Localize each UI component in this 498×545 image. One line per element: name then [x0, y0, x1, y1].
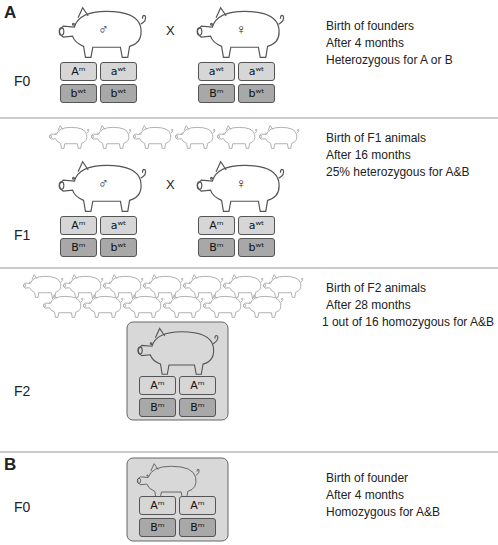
allele-label: Aᵐ [209, 220, 223, 231]
allele-box: bʷᵗ [238, 238, 275, 257]
divider [0, 118, 498, 452]
allele-label: Aᵐ [71, 66, 85, 77]
description: Birth of founders [326, 20, 414, 33]
offspring-pig [133, 126, 172, 149]
allele-box: bʷᵗ [100, 238, 137, 257]
description: After 16 months [326, 149, 411, 162]
allele-label: bʷᵗ [249, 242, 265, 253]
allele-label: bʷᵗ [111, 242, 127, 253]
panel-letter: B [4, 456, 16, 475]
pig [59, 8, 283, 212]
cross-symbol: X [166, 24, 175, 38]
offspring-pig [223, 275, 262, 298]
allele-label: bʷᵗ [71, 88, 87, 99]
offspring-pigs [23, 126, 302, 318]
generation-label: F0 [14, 500, 30, 515]
allele-box: Bᵐ [198, 238, 235, 257]
allele-box: aʷᵗ [198, 62, 235, 81]
allele-box: Bᵐ [139, 398, 176, 417]
allele-label: Aᵐ [190, 500, 204, 511]
allele-label: aʷᵗ [209, 66, 225, 77]
allele-box: aʷᵗ [238, 62, 275, 81]
description: 1 out of 16 homozygous for A&B [322, 316, 494, 329]
description: After 4 months [326, 489, 404, 502]
highlight-box [127, 322, 228, 420]
offspring-pig [91, 126, 130, 149]
allele-label: Bᵐ [71, 242, 85, 253]
allele-box: Aᵐ [198, 216, 235, 235]
offspring-pig [123, 295, 162, 318]
offspring-pig [203, 295, 242, 318]
allele-label: Aᵐ [190, 380, 204, 391]
offspring-pig [103, 275, 142, 298]
sex-symbol: ♀ [236, 176, 247, 191]
allele-label: Aᵐ [150, 500, 164, 511]
description: Heterozygous for A or B [326, 54, 453, 67]
description: Homozygous for A&B [326, 506, 440, 519]
description: After 28 months [326, 299, 411, 312]
offspring-pig [163, 295, 202, 318]
offspring-pig [243, 295, 282, 318]
offspring-pig [23, 275, 62, 298]
sex-symbol: ♂ [98, 22, 109, 37]
offspring-pig [217, 126, 256, 149]
allele-box: Aᵐ [179, 496, 216, 515]
allele-label: Bᵐ [150, 522, 164, 533]
allele-box: aʷᵗ [100, 62, 137, 81]
description: 25% heterozygous for A&B [326, 166, 469, 179]
allele-label: Bᵐ [150, 402, 164, 413]
sex-symbol: ♂ [98, 176, 109, 191]
allele-box: Bᵐ [60, 238, 97, 257]
allele-box: bʷᵗ [100, 84, 137, 103]
cross-symbol: X [166, 178, 175, 192]
description: After 4 months [326, 37, 404, 50]
allele-label: Bᵐ [190, 522, 204, 533]
allele-box: Aᵐ [60, 216, 97, 235]
allele-label: aʷᵗ [111, 66, 127, 77]
allele-box: bʷᵗ [238, 84, 275, 103]
allele-box: Bᵐ [198, 84, 235, 103]
offspring-pig [143, 275, 182, 298]
offspring-pig [43, 295, 82, 318]
generation-label: F1 [14, 228, 30, 243]
allele-box: Aᵐ [179, 376, 216, 395]
description: Birth of founder [326, 472, 408, 485]
allele-box: Aᵐ [60, 62, 97, 81]
generation-label: F0 [14, 74, 30, 89]
offspring-pig [63, 275, 102, 298]
pig [137, 328, 218, 499]
offspring-pig [259, 126, 298, 149]
allele-box: Bᵐ [179, 398, 216, 417]
generation-label: F2 [14, 384, 30, 399]
offspring-pig [49, 126, 88, 149]
panel-letter: A [4, 4, 16, 23]
allele-label: aʷᵗ [111, 220, 127, 231]
allele-label: Aᵐ [150, 380, 164, 391]
description: Birth of F2 animals [326, 282, 426, 295]
allele-box: bʷᵗ [60, 84, 97, 103]
allele-label: bʷᵗ [249, 88, 265, 99]
offspring-pig [183, 275, 222, 298]
allele-label: Bᵐ [209, 242, 223, 253]
allele-label: Bᵐ [209, 88, 223, 99]
allele-label: bʷᵗ [111, 88, 127, 99]
allele-label: Bᵐ [190, 402, 204, 413]
allele-box: Aᵐ [139, 376, 176, 395]
allele-box: Bᵐ [139, 518, 176, 537]
offspring-pig [175, 126, 214, 149]
description: Birth of F1 animals [326, 132, 426, 145]
allele-label: aʷᵗ [249, 220, 265, 231]
offspring-pig [263, 275, 302, 298]
highlight-box [127, 458, 228, 541]
allele-box: Aᵐ [139, 496, 176, 515]
sex-symbol: ♀ [236, 22, 247, 37]
allele-box: aʷᵗ [238, 216, 275, 235]
allele-box: Bᵐ [179, 518, 216, 537]
allele-label: Aᵐ [71, 220, 85, 231]
allele-label: aʷᵗ [249, 66, 265, 77]
allele-box: aʷᵗ [100, 216, 137, 235]
offspring-pig [83, 295, 122, 318]
